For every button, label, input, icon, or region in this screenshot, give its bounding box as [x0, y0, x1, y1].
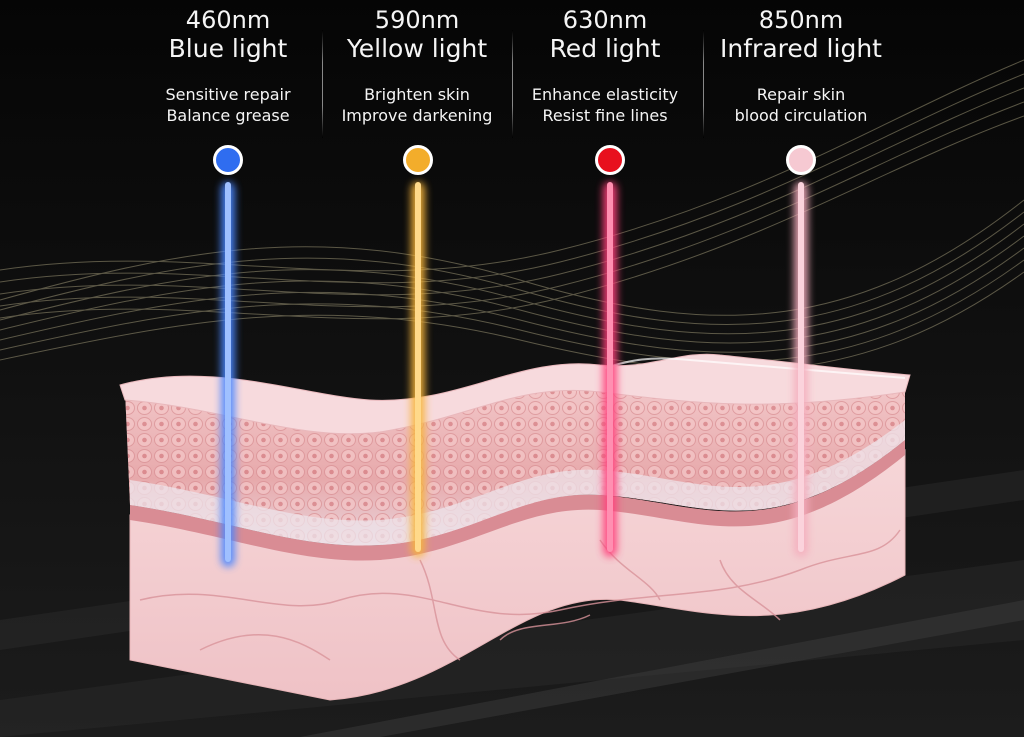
wavelength-label: 850nm	[758, 6, 844, 34]
blue-light-dot-icon	[213, 145, 243, 175]
light-name: Blue light	[168, 34, 288, 63]
divider	[703, 30, 704, 138]
wavelength-label: 590nm	[374, 6, 460, 34]
divider	[322, 30, 323, 138]
benefit-text: Sensitive repair	[165, 85, 291, 104]
top-sheet	[119, 353, 911, 435]
benefit-text: Balance grease	[166, 106, 290, 125]
benefit-text: blood circulation	[734, 106, 868, 125]
benefit-text: Repair skin	[756, 85, 846, 104]
wave-mesh	[0, 59, 1024, 372]
infrared-light-dot-icon	[786, 145, 816, 175]
light-beams	[221, 182, 808, 567]
divider	[512, 30, 513, 138]
benefit-text: Improve darkening	[341, 106, 493, 125]
benefit-text: Enhance elasticity	[531, 85, 679, 104]
light-name: Infrared light	[720, 34, 882, 63]
benefit-text: Resist fine lines	[542, 106, 668, 125]
light-name: Yellow light	[346, 34, 488, 63]
red-light-dot-icon	[595, 145, 625, 175]
wavelength-label: 460nm	[185, 6, 271, 34]
wavelength-label: 630nm	[562, 6, 648, 34]
benefit-text: Brighten skin	[364, 85, 470, 104]
light-name: Red light	[549, 34, 661, 63]
yellow-light-dot-icon	[403, 145, 433, 175]
